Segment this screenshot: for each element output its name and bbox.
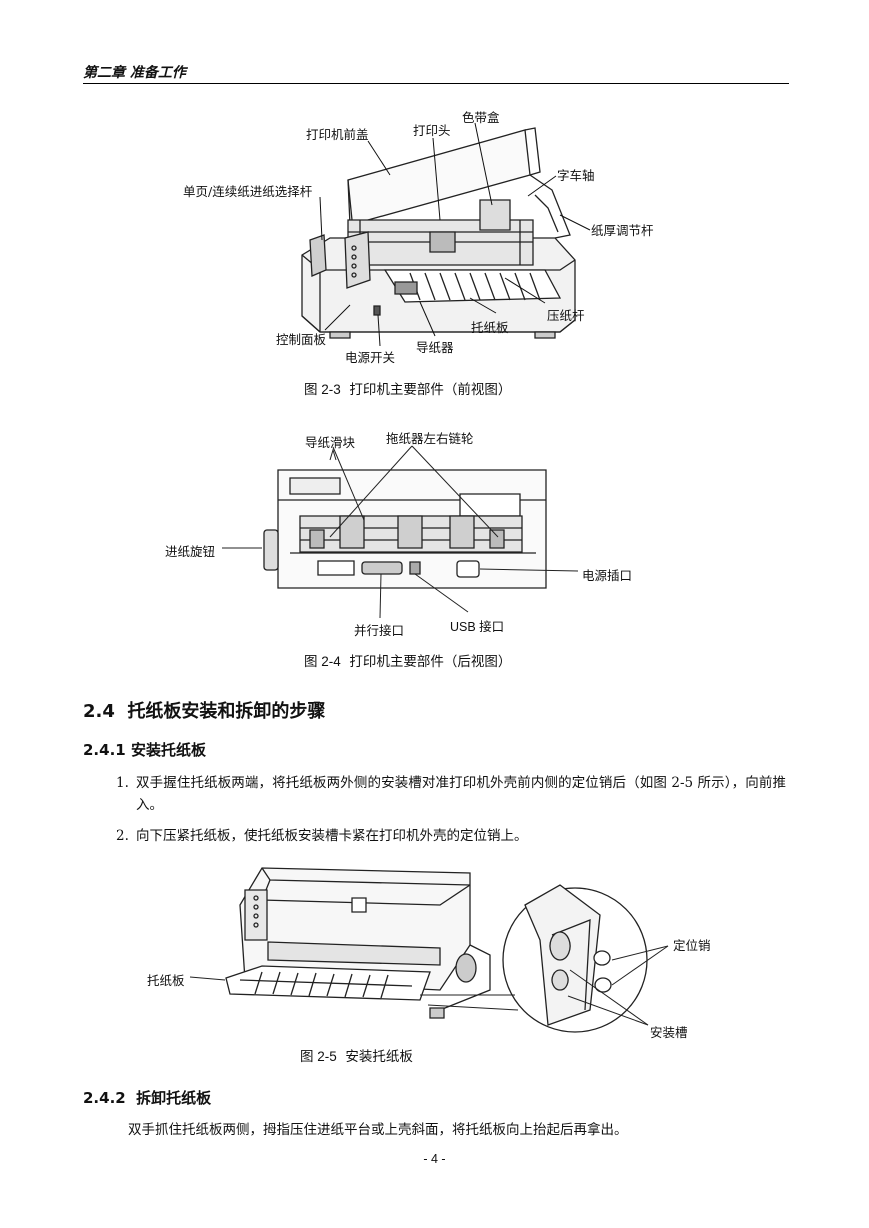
section-number: 2.4 bbox=[83, 701, 115, 722]
label-slider: 导纸滑块 bbox=[305, 435, 356, 450]
subsection-1-heading: 2.4.1 安装托纸板 bbox=[83, 739, 206, 760]
label-power-socket: 电源插口 bbox=[582, 568, 633, 583]
step-1-text: 双手握住托纸板两端，将托纸板两外侧的安装槽对准打印机外壳前内侧的定位销后（如图 … bbox=[136, 775, 786, 813]
step-2-number: 2. bbox=[116, 828, 129, 844]
label-ribbon: 色带盒 bbox=[462, 110, 500, 125]
step-1-number: 1. bbox=[116, 775, 129, 791]
figure-2-4-caption-text: 打印机主要部件（后视图） bbox=[349, 654, 512, 670]
label-control-panel: 控制面板 bbox=[276, 332, 327, 347]
label-selector-lever: 单页/连续纸进纸选择杆 bbox=[183, 184, 313, 199]
label-pin: 定位销 bbox=[673, 938, 711, 953]
step-2-text: 向下压紧托纸板，使托纸板安装槽卡紧在打印机外壳的定位销上。 bbox=[136, 828, 528, 844]
section-heading: 2.4 托纸板安装和拆卸的步骤 bbox=[83, 697, 325, 723]
label-knob: 进纸旋钮 bbox=[165, 544, 216, 559]
figure-2-4-rear-view-drawing bbox=[0, 0, 869, 660]
label-carriage-shaft: 字车轴 bbox=[557, 168, 595, 183]
figure-2-3-front-view-drawing bbox=[290, 120, 590, 350]
subsection-1-title: 安装托纸板 bbox=[130, 741, 206, 759]
subsection-2-heading: 2.4.2 拆卸托纸板 bbox=[83, 1087, 211, 1108]
figure-2-3-caption-number: 图 2-3 bbox=[304, 382, 341, 397]
section-title: 托纸板安装和拆卸的步骤 bbox=[127, 701, 326, 722]
figure-2-3-caption-text: 打印机主要部件（前视图） bbox=[349, 382, 512, 398]
chapter-header: 第二章 准备工作 bbox=[83, 65, 186, 81]
figure-2-3-leader-lines bbox=[0, 0, 869, 400]
label-slot: 安装槽 bbox=[650, 1025, 688, 1040]
label-power-switch: 电源开关 bbox=[345, 350, 396, 365]
header-rule bbox=[83, 83, 789, 84]
figure-2-5-caption-text: 安装托纸板 bbox=[345, 1049, 413, 1065]
figure-2-4-caption-number: 图 2-4 bbox=[304, 654, 341, 669]
removal-text: 双手抓住托纸板两侧，拇指压住进纸平台或上壳斜面，将托纸板向上抬起后再拿出。 bbox=[128, 1122, 628, 1138]
figure-2-5-caption-number: 图 2-5 bbox=[300, 1049, 337, 1064]
label-parallel: 并行接口 bbox=[354, 623, 405, 638]
label-fig5-tray: 托纸板 bbox=[147, 973, 185, 988]
label-guide: 导纸器 bbox=[416, 340, 454, 355]
label-usb: USB 接口 bbox=[450, 620, 505, 634]
figure-2-4-caption: 图 2-4 打印机主要部件（后视图） bbox=[304, 650, 511, 670]
label-sprocket: 拖纸器左右链轮 bbox=[386, 431, 474, 446]
figure-2-3-caption: 图 2-3 打印机主要部件（前视图） bbox=[304, 378, 511, 398]
label-front-cover: 打印机前盖 bbox=[306, 127, 369, 142]
label-thickness-lever: 纸厚调节杆 bbox=[591, 223, 654, 238]
label-bail: 压纸杆 bbox=[547, 308, 585, 323]
subsection-2-title: 拆卸托纸板 bbox=[136, 1089, 212, 1107]
figure-2-5-caption: 图 2-5 安装托纸板 bbox=[300, 1045, 413, 1065]
label-print-head: 打印头 bbox=[413, 123, 451, 138]
page-number: - 4 - bbox=[423, 1152, 446, 1166]
subsection-2-number: 2.4.2 bbox=[83, 1089, 126, 1107]
subsection-1-number: 2.4.1 bbox=[83, 741, 126, 759]
figure-2-5-install-drawing bbox=[0, 0, 869, 1060]
label-tray: 托纸板 bbox=[471, 320, 509, 335]
